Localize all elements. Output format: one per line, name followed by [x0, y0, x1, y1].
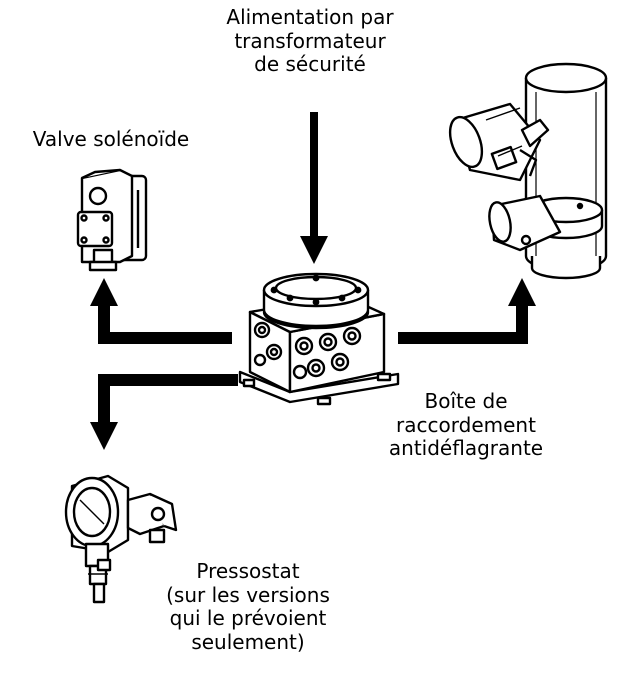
- junction-box-icon: [238, 272, 400, 406]
- power-supply-label-line: transformateur: [234, 28, 386, 53]
- arrow-box-to-camera: [398, 278, 536, 344]
- junction-box-label-line: raccordement: [396, 412, 536, 437]
- solenoid-valve-label-line: Valve solénoïde: [32, 127, 190, 151]
- junction-box-label-line: antidéflagrante: [388, 436, 544, 461]
- down-arrow-icon: [90, 422, 118, 450]
- arrow-box-to-valve: [90, 278, 232, 344]
- pressure-switch-label-line: Pressostat: [196, 559, 300, 583]
- power-supply-label-line: Alimentation par: [226, 5, 394, 29]
- power-supply-label: Alimentation par transformateur de sécur…: [180, 5, 440, 77]
- down-arrow-icon: [300, 236, 328, 264]
- camera-housing-icon: [448, 62, 608, 280]
- junction-box-label: Boîte de raccordement antidéflagrante: [336, 389, 596, 461]
- solenoid-valve-icon: [76, 168, 148, 272]
- solenoid-valve-label: Valve solénoïde: [6, 127, 216, 152]
- pressure-switch-label: Pressostat (sur les versions qui le prév…: [112, 559, 384, 654]
- pressure-switch-icon: [64, 474, 178, 604]
- pressure-switch-label-line: qui le prévoient: [169, 606, 327, 631]
- up-arrow-icon: [508, 278, 536, 306]
- junction-box-label-line: Boîte de: [424, 389, 508, 413]
- power-supply-label-line: de sécurité: [254, 52, 366, 77]
- up-arrow-icon: [90, 278, 118, 306]
- pressure-switch-label-line: (sur les versions: [166, 582, 330, 607]
- pressure-switch-label-line: seulement): [191, 629, 305, 654]
- arrow-power-to-box: [300, 112, 328, 264]
- arrow-box-to-pressure-switch: [90, 374, 238, 450]
